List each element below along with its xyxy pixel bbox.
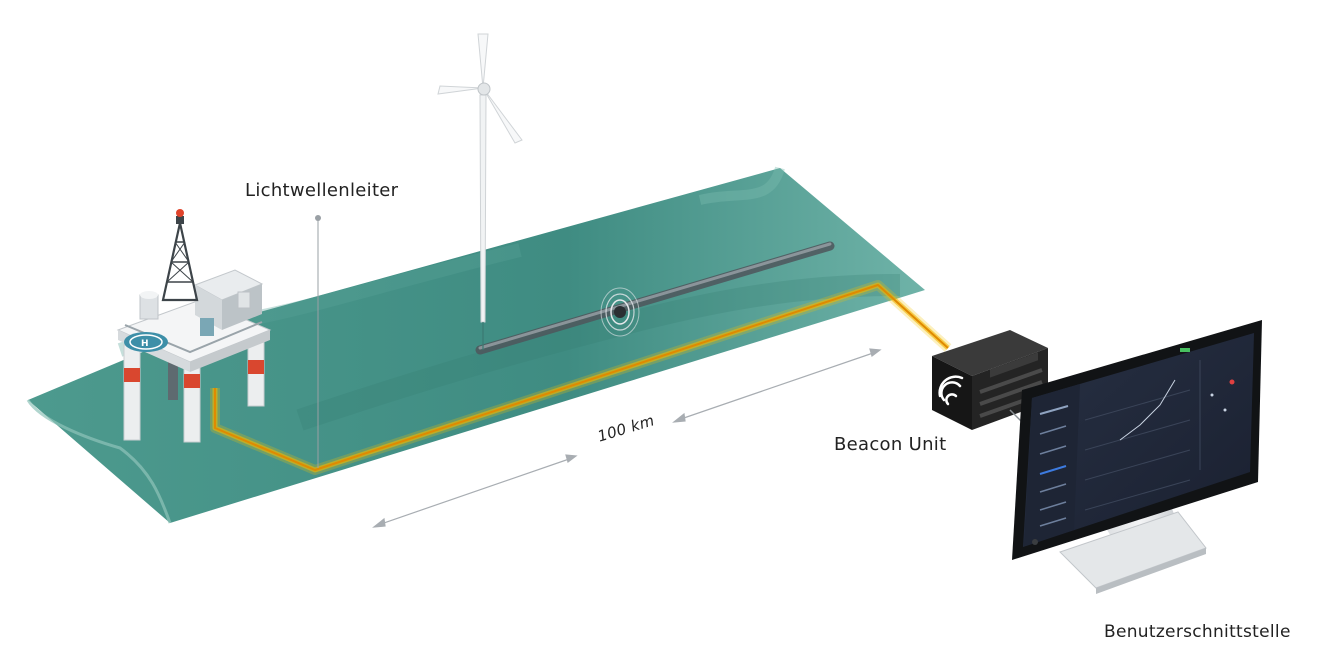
svg-text:H: H [141, 339, 149, 349]
sensor-ring-icon [600, 287, 640, 337]
monitor-icon [1012, 320, 1262, 594]
subsea-pipeline [475, 241, 835, 355]
fiber-label: Lichtwellenleiter [245, 180, 399, 201]
fiber-optic-cable [210, 280, 952, 475]
wind-turbine-icon [437, 33, 523, 350]
beacon-unit-icon [932, 330, 1048, 430]
beacon-unit-label: Beacon Unit [834, 434, 947, 455]
offshore-platform-icon: H [116, 209, 272, 443]
user-interface-label: Benutzerschnittstelle [1104, 622, 1291, 642]
fiber-callout [315, 215, 321, 468]
distance-arrows [372, 348, 882, 528]
